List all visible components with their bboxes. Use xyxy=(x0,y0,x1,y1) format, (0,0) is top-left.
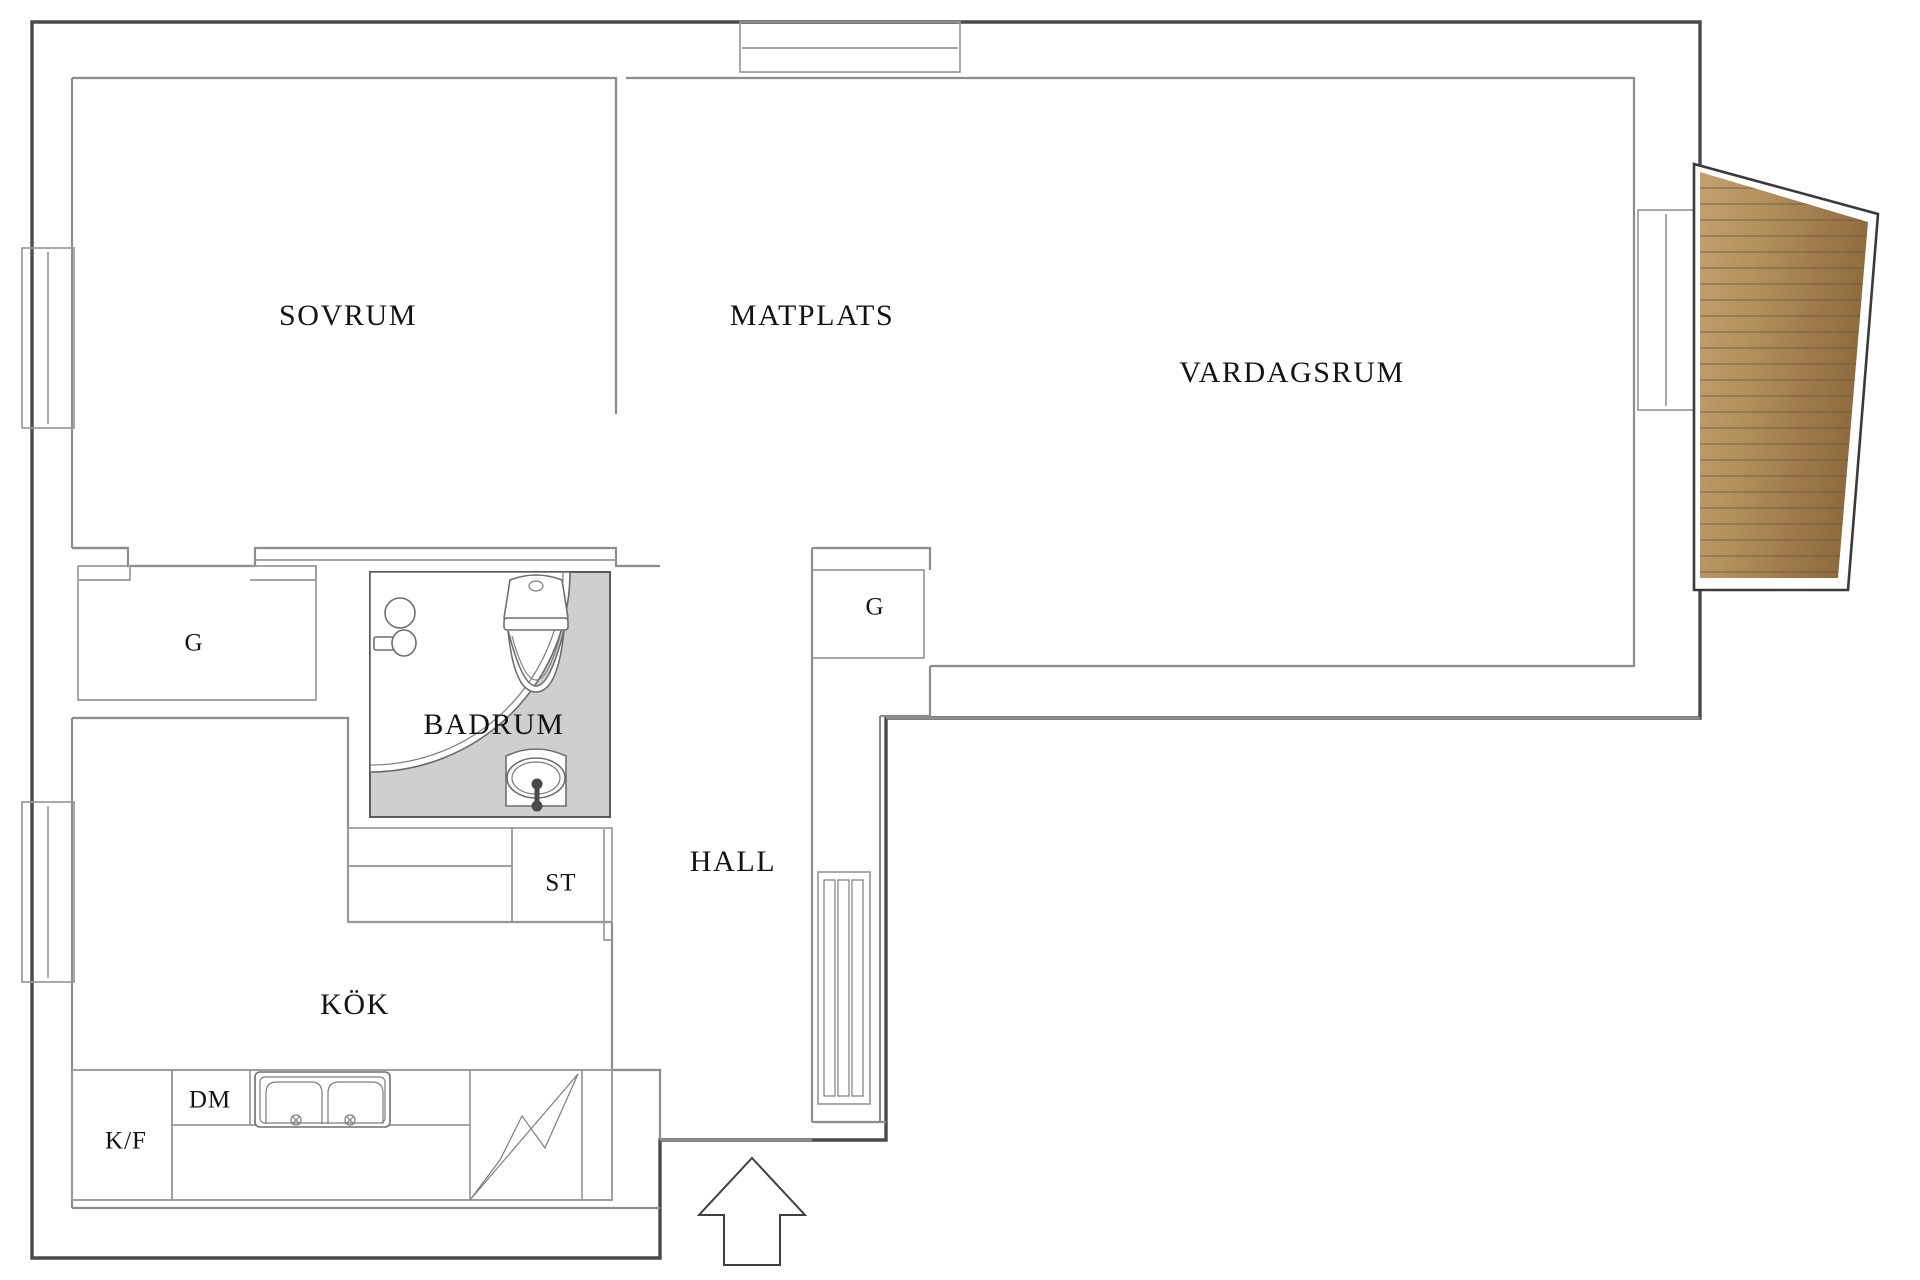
dishwasher-label: DM xyxy=(189,1087,231,1114)
closet-sovrum-label: G xyxy=(184,630,203,657)
storage-st-label: ST xyxy=(545,870,576,897)
hall-group: HALL xyxy=(660,845,886,1142)
closet-hall-group: G xyxy=(810,546,932,1122)
storage-group: ST xyxy=(347,827,613,941)
washbasin-fixture xyxy=(505,748,567,812)
balcony-deck xyxy=(1692,162,1880,592)
shower-fixture xyxy=(373,597,417,657)
room-vardagsrum-label: VARDAGSRUM xyxy=(1179,356,1405,389)
inner-walls xyxy=(70,76,1700,1122)
room-sovrum xyxy=(72,546,660,568)
toilet-fixture xyxy=(503,574,569,693)
closet-sovrum-group: G xyxy=(77,565,317,701)
room-hall-label: HALL xyxy=(690,845,776,878)
room-kok-label: KÖK xyxy=(320,988,390,1021)
room-badrum-label: BADRUM xyxy=(423,708,564,741)
window-top xyxy=(739,21,961,73)
room-badrum: BADRUM xyxy=(369,571,611,818)
window-left-lower xyxy=(21,801,75,983)
radiator-fixture xyxy=(817,871,871,1105)
kitchen-counter-group: K/F DM xyxy=(71,1069,613,1201)
room-sovrum-label: SOVRUM xyxy=(279,299,417,332)
fridge-freezer-label: K/F xyxy=(105,1128,147,1155)
balcony-door[interactable] xyxy=(1637,209,1695,411)
window-left-upper xyxy=(21,247,75,429)
kitchen-sink-fixture xyxy=(254,1071,391,1128)
closet-hall-label: G xyxy=(865,594,884,621)
cooktop-fixture xyxy=(469,1069,583,1201)
entrance-direction-arrow xyxy=(696,1156,808,1266)
room-matplats-label: MATPLATS xyxy=(730,299,895,332)
